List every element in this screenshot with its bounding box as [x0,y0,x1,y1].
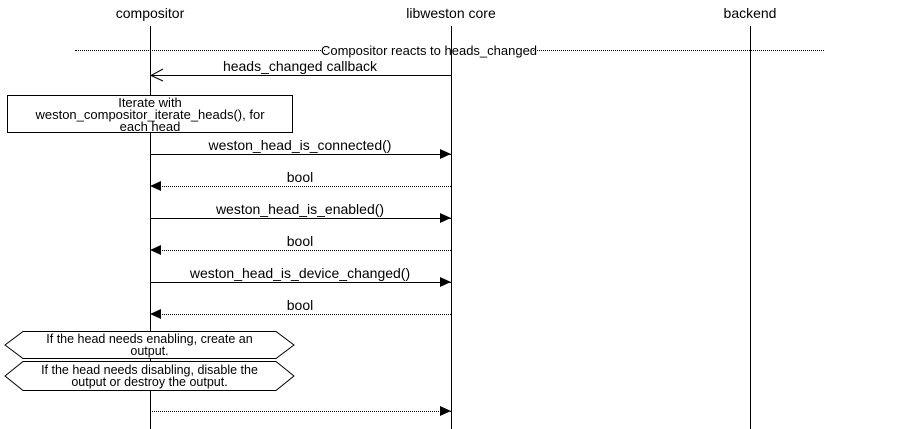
arrowhead-filled-right-icon [440,213,451,223]
message-line-bool-3 [150,314,451,315]
message-line-bool-1 [150,186,451,187]
message-line-head-is-enabled [150,218,451,219]
lifeline-label-libweston-core: libweston core [406,5,496,21]
lifeline-backend [750,26,751,429]
arrowhead-filled-right-icon [440,149,451,159]
arrowhead-filled-right-icon [440,277,451,287]
message-line-heads-changed-callback [150,75,451,76]
message-label-head-is-enabled: weston_head_is_enabled() [215,201,385,217]
lifeline-compositor [150,26,151,429]
message-label-bool-2: bool [286,233,314,249]
message-label-heads-changed-callback: heads_changed callback [222,58,378,74]
arrowhead-open-left-icon [150,68,164,82]
divider-title: Compositor reacts to heads_changed [320,43,538,58]
condition-text-enabling: If the head needs enabling, create an ou… [46,332,253,358]
message-line-return-final [150,411,451,412]
note-iterate-heads: Iterate with weston_compositor_iterate_h… [7,95,293,133]
divider-line-right [533,50,824,51]
message-label-bool-1: bool [286,169,314,185]
message-label-bool-3: bool [286,297,314,313]
message-label-head-is-connected: weston_head_is_connected() [208,137,392,153]
condition-shape-disabling [4,361,295,391]
message-line-bool-2 [150,250,451,251]
arrowhead-filled-left-icon [150,181,161,191]
condition-text-disabling: If the head needs disabling, disable the… [41,363,258,389]
arrowhead-filled-right-icon [440,406,451,416]
message-line-head-is-device-changed [150,282,451,283]
message-line-head-is-connected [150,154,451,155]
arrowhead-filled-left-icon [150,309,161,319]
message-label-head-is-device-changed: weston_head_is_device_changed() [189,265,411,281]
lifeline-libweston-core [451,26,452,429]
arrowhead-filled-left-icon [150,245,161,255]
lifeline-label-backend: backend [723,5,777,21]
lifeline-label-compositor: compositor [115,5,185,21]
condition-shape-enabling [4,331,295,359]
divider-line-left [75,50,325,51]
